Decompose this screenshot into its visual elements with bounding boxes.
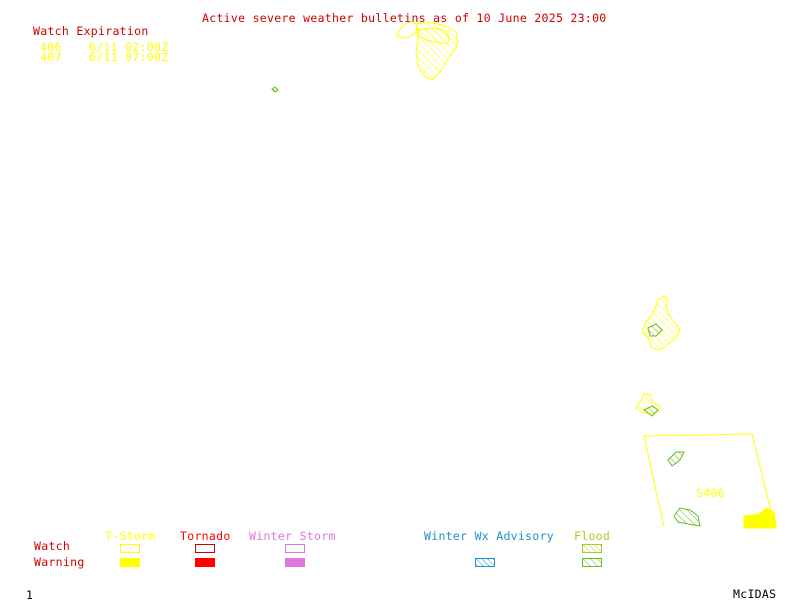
watch-id-406: 406: [40, 40, 62, 54]
legend-winter-storm-warning-swatch: [285, 558, 305, 567]
watch-expiration-407: 6/11 07:00Z: [89, 50, 169, 64]
watch-id-407: 407: [40, 50, 62, 64]
legend-tstorm-warning-swatch: [120, 558, 140, 567]
legend-tstorm-watch-swatch: [120, 544, 140, 553]
map-title: Active severe weather bulletins as of 10…: [202, 11, 607, 25]
legend-tornado-watch-swatch: [195, 544, 215, 553]
legend-winter-storm-watch-swatch: [285, 544, 305, 553]
legend-tornado-label: Tornado: [180, 529, 231, 543]
frame-number: 1: [26, 588, 34, 602]
thunderstorm-warning-in-box: [743, 507, 777, 529]
legend-row-warning: Warning: [34, 555, 85, 569]
legend-flood-watch-swatch: [582, 544, 602, 553]
flood-warning-in-box-2: [673, 507, 701, 527]
legend-tstorm-label: T-Storm: [105, 529, 156, 543]
flood-warning-small: [271, 86, 279, 93]
legend-flood-warning-swatch: [582, 558, 602, 567]
warning-polygon-southeast: [635, 393, 661, 417]
watch-expiration-heading: Watch Expiration: [33, 24, 149, 38]
watch-box-outline: [643, 433, 776, 528]
watch-expiration-406: 6/11 02:00Z: [89, 40, 169, 54]
flood-warning-in-box-1: [667, 451, 685, 467]
software-label: McIDAS: [733, 587, 777, 601]
warning-polygon-north: [396, 21, 459, 81]
legend-winter-storm-label: Winter Storm: [249, 529, 336, 543]
legend-winter-advisory-swatch: [475, 558, 495, 567]
warning-polygon-east: [641, 295, 681, 351]
legend-flood-label: Flood: [574, 529, 611, 543]
watch-box-label: S406: [696, 486, 725, 500]
legend-row-watch: Watch: [34, 539, 71, 553]
legend-winter-advisory-label: Winter Wx Advisory: [424, 529, 555, 543]
legend-tornado-warning-swatch: [195, 558, 215, 567]
